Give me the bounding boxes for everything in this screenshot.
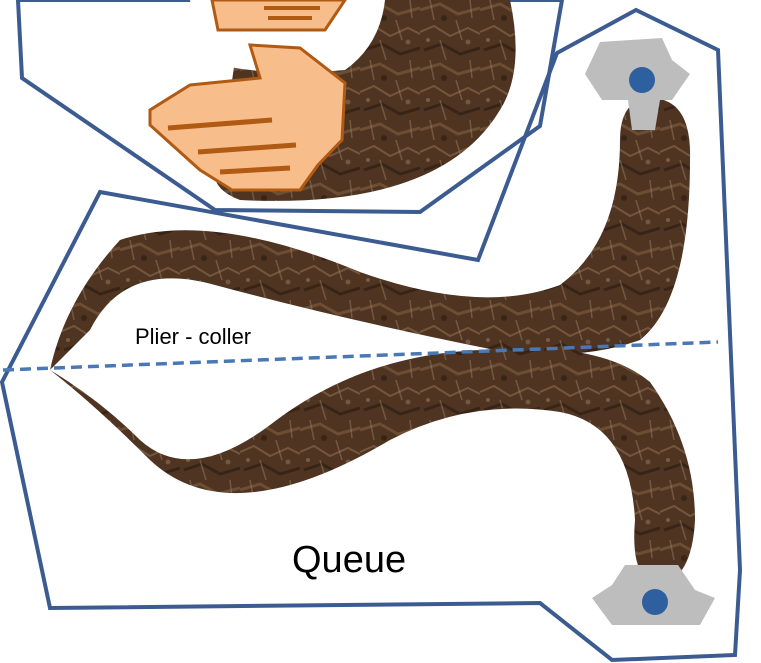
tab-top: [585, 38, 690, 130]
hand-lower: [148, 43, 347, 192]
fold-line: [2, 340, 719, 372]
tab-bottom: [592, 565, 715, 625]
tail-upper-fur: [50, 98, 691, 370]
tab-bottom-dot: [642, 589, 668, 615]
tail-label: Queue: [292, 539, 406, 581]
hand-top: [210, 0, 347, 32]
tail-lower-fur: [50, 348, 695, 585]
fold-glue-label: Plier - coller: [135, 324, 251, 349]
tab-top-dot: [629, 67, 655, 93]
lower-piece-outline: [0, 7, 743, 663]
upper-piece-outline: [15, 0, 565, 215]
